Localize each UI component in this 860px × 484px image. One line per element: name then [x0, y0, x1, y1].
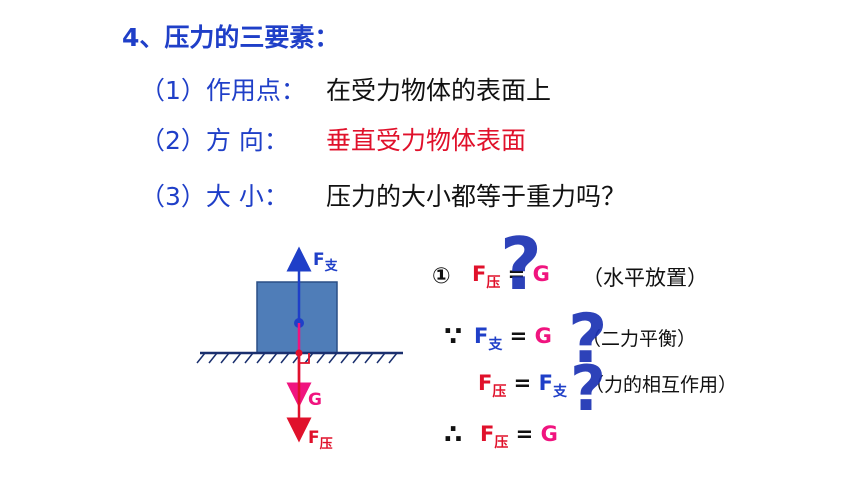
- section-title: 4、压力的三要素：: [122, 23, 340, 52]
- question-mark-icon: ?: [500, 222, 542, 306]
- conclusion-equation: F压 = G: [480, 422, 558, 451]
- right-angle-mark: [299, 353, 310, 364]
- case-number: ①: [432, 264, 451, 289]
- balance-note: （二力平衡）: [582, 328, 697, 350]
- support-force-label: F支: [313, 250, 339, 274]
- force-diagram: F支 G F压: [196, 246, 403, 452]
- question-mark-icon-3: ?: [570, 352, 606, 425]
- item-2-value: 垂直受力物体表面: [326, 126, 527, 155]
- interaction-note: （力的相互作用）: [585, 374, 738, 396]
- item-3-label: （3）大 小：: [140, 182, 289, 211]
- because-symbol: ∵: [444, 322, 463, 352]
- interaction-equation: F压 = F支: [478, 371, 567, 400]
- case-equation: F压 = G: [472, 262, 550, 291]
- item-3-value: 压力的大小都等于重力吗？: [326, 182, 627, 211]
- item-1-value: 在受力物体的表面上: [326, 76, 552, 105]
- case-note: （水平放置）: [582, 266, 708, 290]
- item-1-label: （1）作用点：: [140, 76, 306, 105]
- item-2-label: （2）方 向：: [140, 126, 289, 155]
- block: [256, 281, 338, 354]
- support-equation: F支 = G: [474, 324, 552, 353]
- question-mark-icon-2: ?: [568, 300, 608, 379]
- gravity-label: G: [308, 390, 322, 410]
- pressure-force-label: F压: [308, 428, 333, 452]
- therefore-symbol: ∴: [444, 420, 463, 450]
